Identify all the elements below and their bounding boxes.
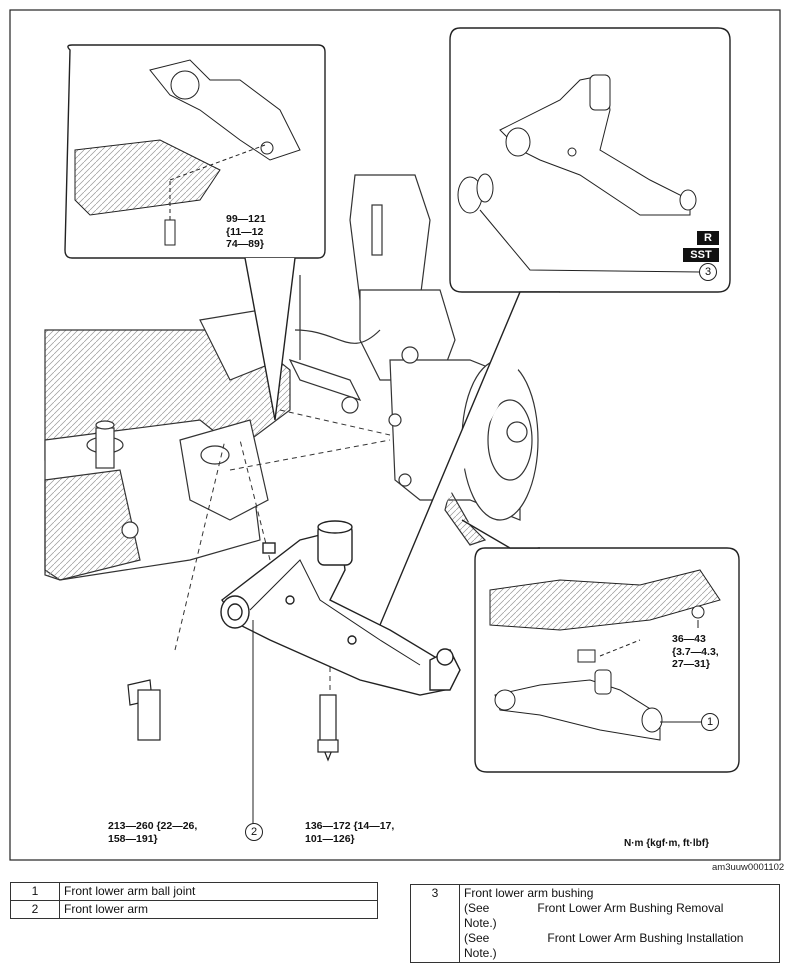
callout-2: 2	[245, 823, 263, 841]
units-note: N·m {kgf·m, ft·lbf}	[624, 838, 709, 849]
see-note-removal: (See Front Lower Arm Bushing Removal	[464, 901, 775, 916]
inset-top-right	[379, 27, 731, 626]
lower-arm-drawing	[220, 520, 461, 696]
torque-label-front-bolt: 213—260 {22—26, 158—191}	[108, 820, 198, 845]
see-suffix: Note.)	[464, 946, 497, 960]
figure-frame	[9, 9, 781, 861]
legend-part-name: Front lower arm ball joint	[59, 882, 378, 901]
exploded-view-diagram	[9, 9, 781, 861]
inset-top-left	[64, 44, 326, 421]
see-prefix: (See	[464, 901, 490, 915]
sst-badge: SST	[683, 248, 719, 262]
crossmember-drawing	[44, 309, 291, 581]
legend-number: 2	[10, 900, 60, 919]
installation-note-link[interactable]: Front Lower Arm Bushing Installation	[547, 931, 744, 945]
callout-3: 3	[699, 263, 717, 281]
figure-code: am3uuw0001102	[712, 862, 785, 873]
see-note-installation: (See Front Lower Arm Bushing Installation	[464, 931, 775, 946]
torque-label-rear-bolt: 136—172 {14—17, 101—126}	[305, 820, 395, 845]
inset-bottom-right	[461, 519, 740, 773]
torque-label-right-inset: 36—43 {3.7—4.3, 27—31}	[672, 633, 719, 670]
legend-number: 3	[410, 884, 460, 963]
legend-row: 1 Front lower arm ball joint	[10, 882, 378, 901]
legend-table-left: 1 Front lower arm ball joint 2 Front low…	[10, 882, 378, 919]
legend-part-name: Front lower arm	[59, 900, 378, 919]
callout-1: 1	[701, 713, 719, 731]
legend-row: 2 Front lower arm	[10, 900, 378, 919]
see-prefix: (See	[464, 931, 490, 945]
torque-label-top-inset: 99—121 {11—12 74—89}	[226, 213, 266, 250]
see-suffix: Note.)	[464, 916, 497, 930]
bolt-drawings	[127, 679, 339, 762]
legend-part-name: Front lower arm bushing	[464, 886, 594, 900]
legend-number: 1	[10, 882, 60, 901]
right-side-badge: R	[697, 231, 719, 245]
removal-note-link[interactable]: Front Lower Arm Bushing Removal	[537, 901, 724, 915]
